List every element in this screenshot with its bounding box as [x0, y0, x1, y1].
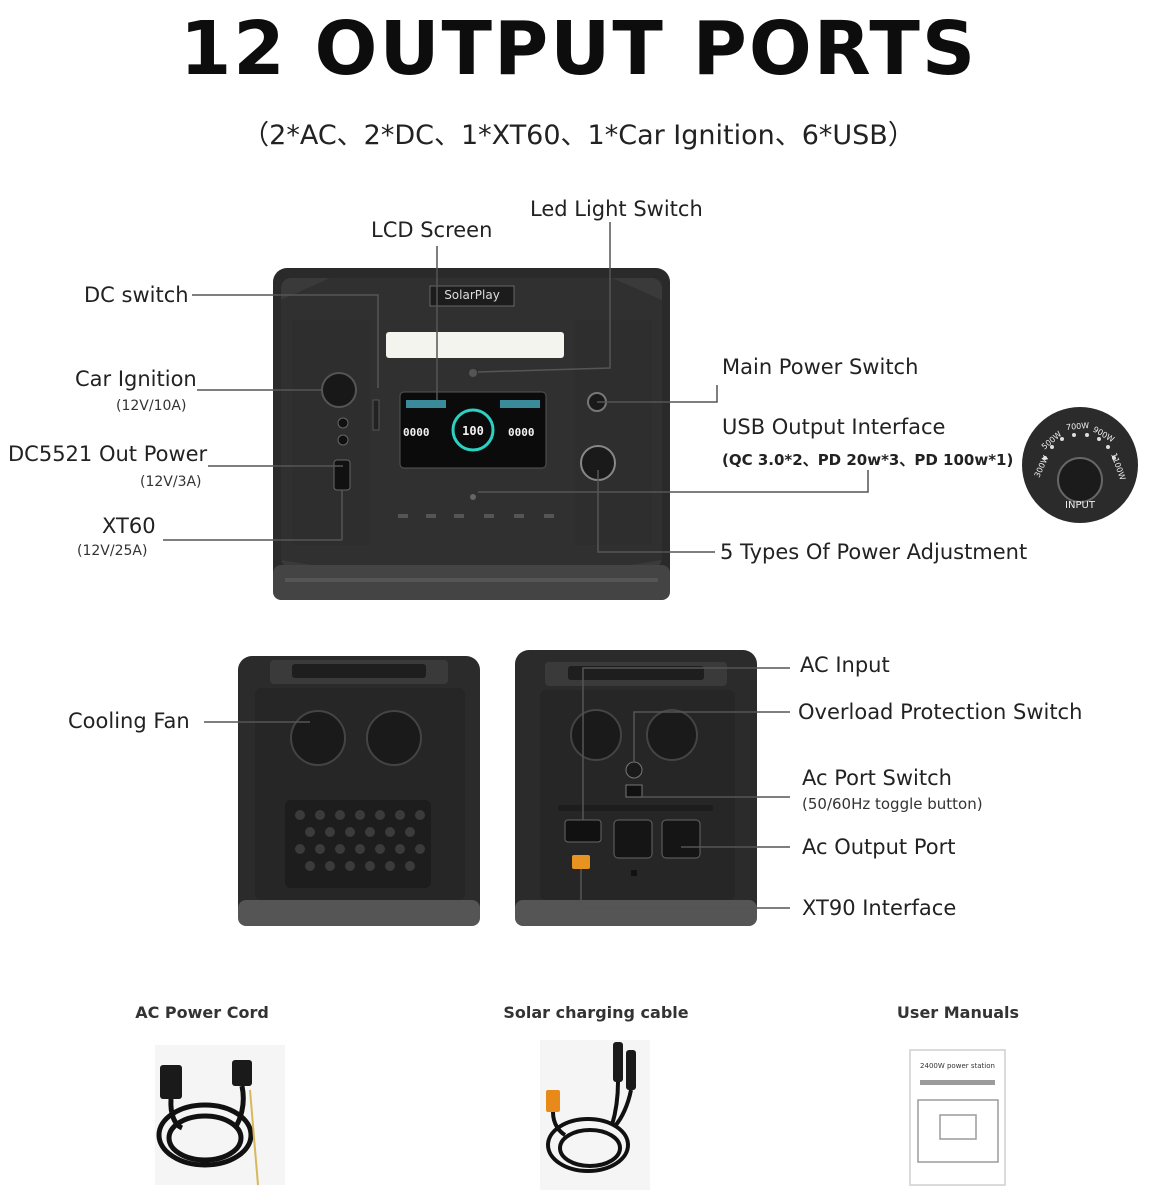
front-unit — [273, 268, 670, 600]
brand-plate — [429, 285, 515, 307]
label-xt60: XT60 — [102, 514, 156, 538]
lcd-center-value: 100 — [462, 424, 484, 438]
label-lcd-screen: LCD Screen — [371, 218, 493, 242]
label-cooling-fan: Cooling Fan — [68, 709, 190, 733]
label-ac-output: Ac Output Port — [802, 835, 956, 859]
accessory-label-solar-cable: Solar charging cable — [503, 1003, 689, 1022]
page-title: 12 OUTPUT PORTS — [179, 6, 978, 92]
label-led-light-switch: Led Light Switch — [530, 197, 703, 221]
knob-input-label: INPUT — [1065, 500, 1095, 511]
solar-cable-illustration — [540, 1040, 650, 1190]
accessory-label-ac-cord: AC Power Cord — [135, 1003, 269, 1022]
label-dc-switch: DC switch — [84, 283, 189, 307]
label-ac-port-switch-spec: (50/60Hz toggle button) — [802, 795, 983, 813]
ac-output-1 — [613, 819, 653, 859]
label-dc5521-spec: (12V/3A) — [140, 474, 202, 490]
label-overload-switch: Overload Protection Switch — [798, 700, 1083, 724]
label-power-adjustment: 5 Types Of Power Adjustment — [720, 540, 1028, 564]
xt90-socket — [572, 855, 590, 869]
ac-cord-illustration — [155, 1045, 285, 1186]
back-unit — [515, 650, 757, 926]
page-subtitle: （2*AC、2*DC、1*XT60、1*Car Ignition、6*USB） — [242, 120, 915, 151]
cooling-fan-1 — [290, 710, 346, 766]
lcd-right-value: 0000 — [508, 426, 535, 439]
xt60-socket — [333, 459, 351, 491]
label-xt90: XT90 Interface — [802, 896, 957, 920]
label-xt60-spec: (12V/25A) — [77, 543, 148, 559]
label-car-ignition-spec: (12V/10A) — [116, 398, 187, 414]
ac-input-socket — [564, 819, 602, 843]
knob-detail — [1022, 407, 1138, 523]
car-ignition-socket — [321, 372, 357, 408]
accessory-label-user-manuals: User Manuals — [896, 1003, 1020, 1022]
brand-label: SolarPlay — [444, 288, 500, 302]
overload-switch — [625, 761, 643, 779]
lcd-left-value: 0000 — [403, 426, 430, 439]
label-ac-input: AC Input — [800, 653, 890, 677]
label-usb-output-spec: (QC 3.0*2、PD 20w*3、PD 100w*1) — [722, 451, 1014, 469]
manual-cover-title: 2400W power station — [920, 1062, 995, 1070]
ac-output-2 — [661, 819, 701, 859]
label-car-ignition: Car Ignition — [75, 367, 197, 391]
label-main-power-switch: Main Power Switch — [722, 355, 919, 379]
user-manual-illustration — [909, 1049, 1006, 1186]
lcd-screen — [399, 391, 547, 469]
label-usb-output: USB Output Interface — [722, 415, 946, 439]
side-unit — [238, 656, 480, 926]
cooling-fan-2 — [366, 710, 422, 766]
label-dc5521: DC5521 Out Power — [8, 442, 208, 466]
label-ac-port-switch: Ac Port Switch — [802, 766, 952, 790]
ac-port-switch — [625, 784, 643, 798]
led-light-bar — [386, 332, 564, 358]
